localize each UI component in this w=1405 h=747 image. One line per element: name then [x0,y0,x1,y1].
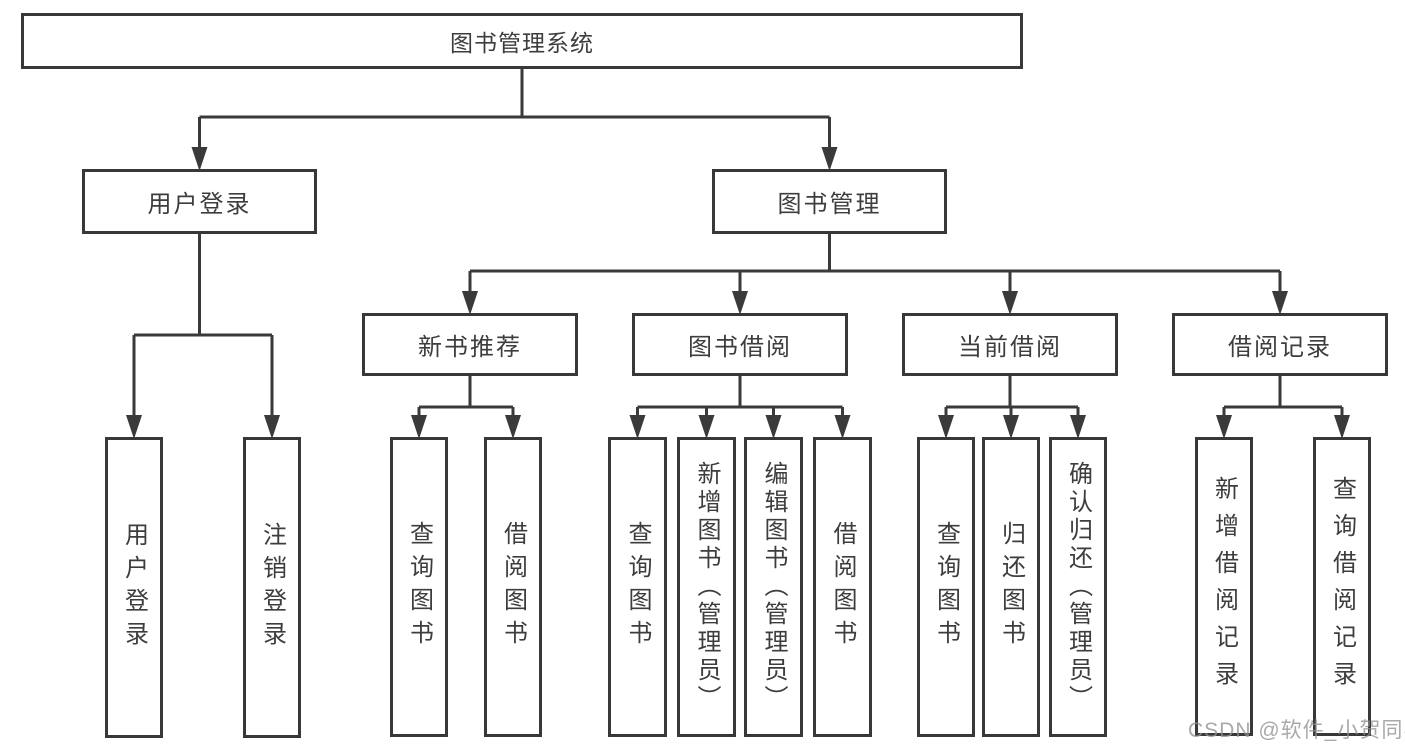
node-label: 查询借阅记录 [1328,475,1356,698]
node-rcd-query: 查询借阅记录 [1313,437,1371,736]
node-label: 编辑图书（管理员） [760,461,787,713]
node-root: 图书管理系统 [21,13,1023,69]
node-rec: 新书推荐 [362,313,578,376]
node-label: 图书管理系统 [450,30,594,56]
node-cur-confirm: 确认归还（管理员） [1049,437,1107,737]
node-bor-query: 查询图书 [608,437,667,737]
arrowhead-icon [1216,415,1232,439]
arrowhead-icon [191,147,208,171]
node-label: 归还图书 [997,521,1025,653]
node-label: 注销登录 [258,521,286,654]
node-label: 用户登录 [120,521,148,654]
node-bor-add: 新增图书（管理员） [677,437,736,737]
arrowhead-icon [1334,415,1350,439]
arrowhead-icon [1272,291,1288,315]
node-current: 当前借阅 [902,313,1118,376]
node-rcd-add: 新增借阅记录 [1195,437,1253,736]
watermark: CSDN @软件_小贺同学 [1188,719,1405,742]
arrowhead-icon [938,415,954,439]
node-login-user: 用户登录 [105,437,163,738]
node-label: 新增图书（管理员） [693,461,720,713]
node-label: 查询图书 [624,521,651,653]
node-label: 图书管理 [777,191,882,218]
node-borrow: 图书借阅 [632,313,848,376]
node-label: 查询图书 [932,521,960,653]
arrowhead-icon [505,415,521,439]
node-label: 查询图书 [405,521,433,653]
node-label: 新增借阅记录 [1210,475,1238,698]
node-label: 确认归还（管理员） [1064,461,1092,713]
node-label: 借阅记录 [1228,334,1332,361]
arrowhead-icon [462,291,478,315]
arrowhead-icon [1003,415,1019,439]
node-records: 借阅记录 [1172,313,1388,376]
arrowhead-icon [126,415,142,439]
arrowhead-icon [1070,415,1086,439]
node-mgmt: 图书管理 [712,169,947,234]
node-label: 借阅图书 [499,521,527,653]
arrowhead-icon [765,415,782,439]
node-rec-query: 查询图书 [390,437,448,737]
arrowhead-icon [411,415,427,439]
node-login-logout: 注销登录 [243,437,301,738]
node-label: 用户登录 [147,191,252,218]
arrowhead-icon [264,415,280,439]
node-login: 用户登录 [82,169,317,234]
node-label: 借阅图书 [829,521,856,653]
arrowhead-icon [821,147,838,171]
arrowhead-icon [698,415,715,439]
arrowhead-icon [1002,291,1018,315]
node-label: 当前借阅 [958,334,1062,361]
arrowhead-icon [629,415,646,439]
arrowhead-icon [732,291,748,315]
node-label: 新书推荐 [418,334,522,361]
node-rec-borrow: 借阅图书 [484,437,542,737]
node-bor-edit: 编辑图书（管理员） [744,437,803,737]
node-cur-query: 查询图书 [917,437,975,737]
arrowhead-icon [834,415,851,439]
node-label: 图书借阅 [688,334,792,361]
node-cur-return: 归还图书 [982,437,1040,737]
node-bor-borrow: 借阅图书 [813,437,872,737]
